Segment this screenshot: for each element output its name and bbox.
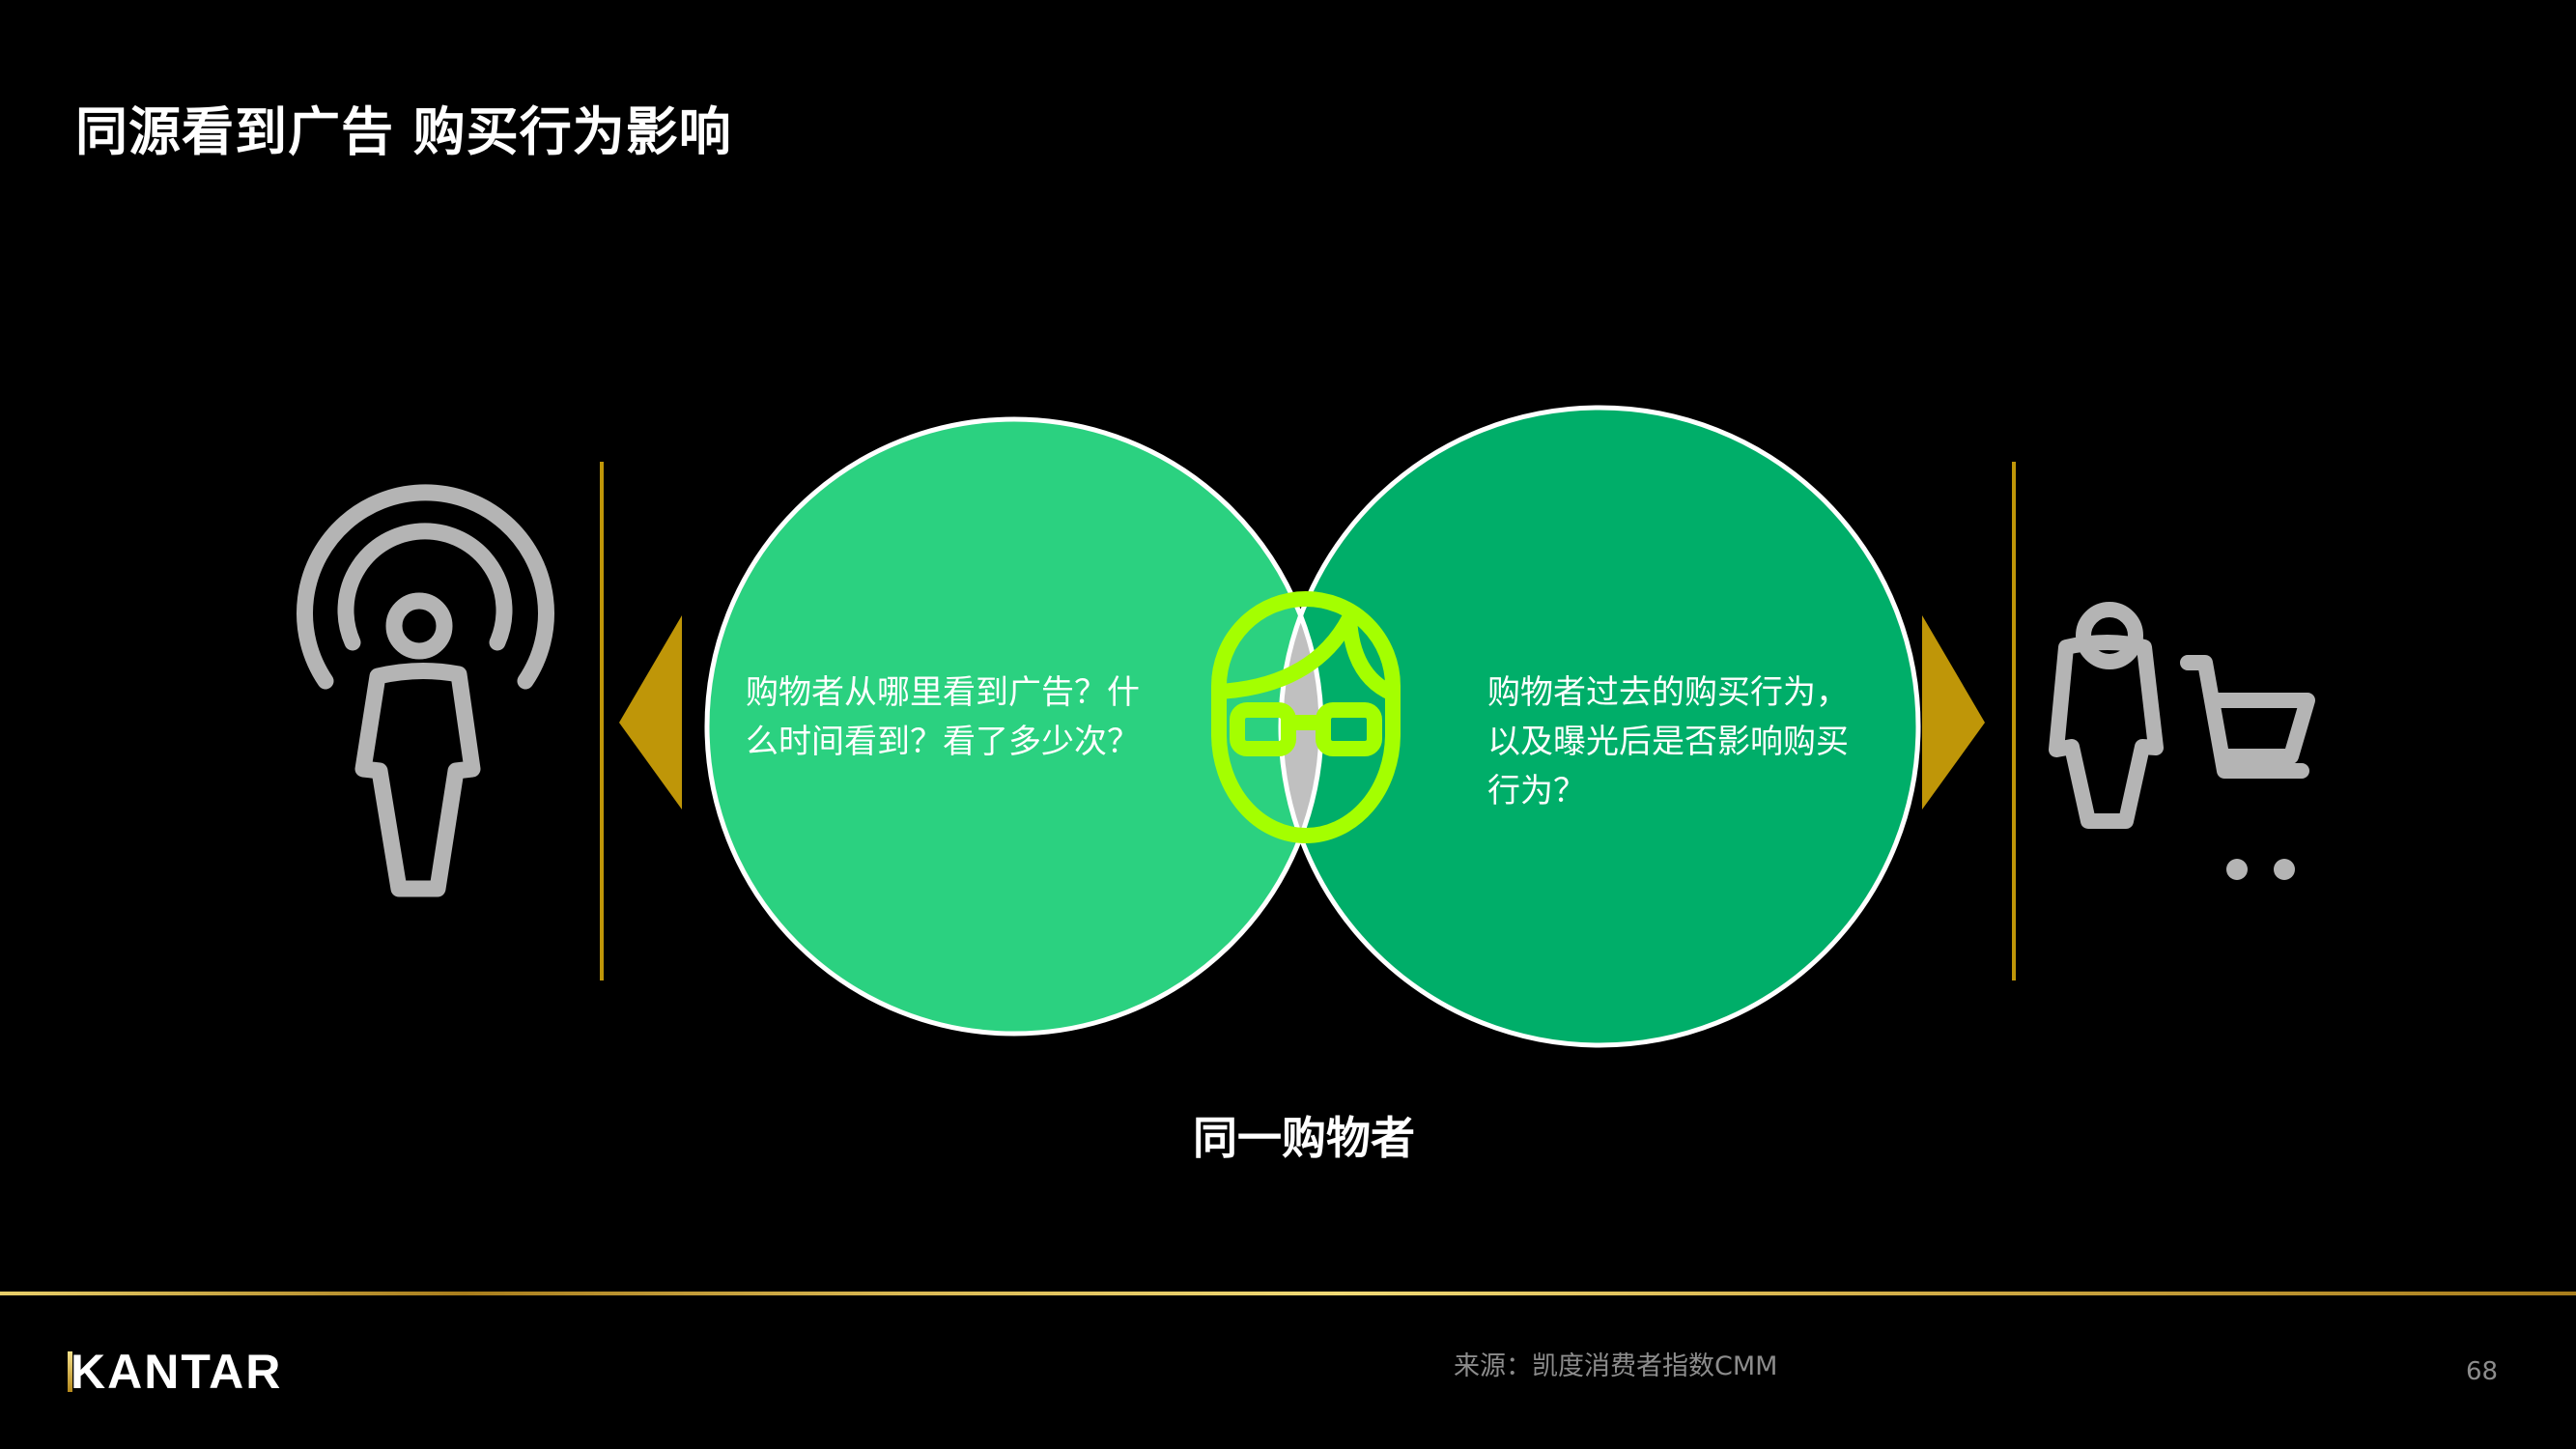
- page-number: 68: [2466, 1357, 2499, 1386]
- footer-divider: [0, 1292, 2576, 1295]
- venn-caption: 同一购物者: [1193, 1112, 1415, 1164]
- left-arrow-icon: [619, 615, 682, 810]
- slide-title: 同源看到广告 购买行为影响: [75, 101, 732, 162]
- kantar-logo: KANTAR: [68, 1344, 282, 1400]
- shopper-glasses-face-icon: [1211, 591, 1401, 843]
- left-circle: [707, 419, 1321, 1034]
- broadcast-person-icon: [297, 484, 554, 897]
- right-circle-question: 购物者过去的购买行为，以及曝光后是否影响购买行为？: [1487, 673, 1849, 810]
- person-with-cart-icon: [2049, 602, 2315, 829]
- source-note: 来源：凯度消费者指数CMM: [1454, 1351, 1778, 1381]
- left-circle-question: 购物者从哪里看到广告？什么时间看到？看了多少次？: [746, 673, 1140, 761]
- right-circle: [1281, 408, 1918, 1045]
- logo-text: KANTAR: [71, 1345, 283, 1399]
- logo-accent-bar: [68, 1351, 72, 1392]
- right-arrow-icon: [1922, 615, 1985, 810]
